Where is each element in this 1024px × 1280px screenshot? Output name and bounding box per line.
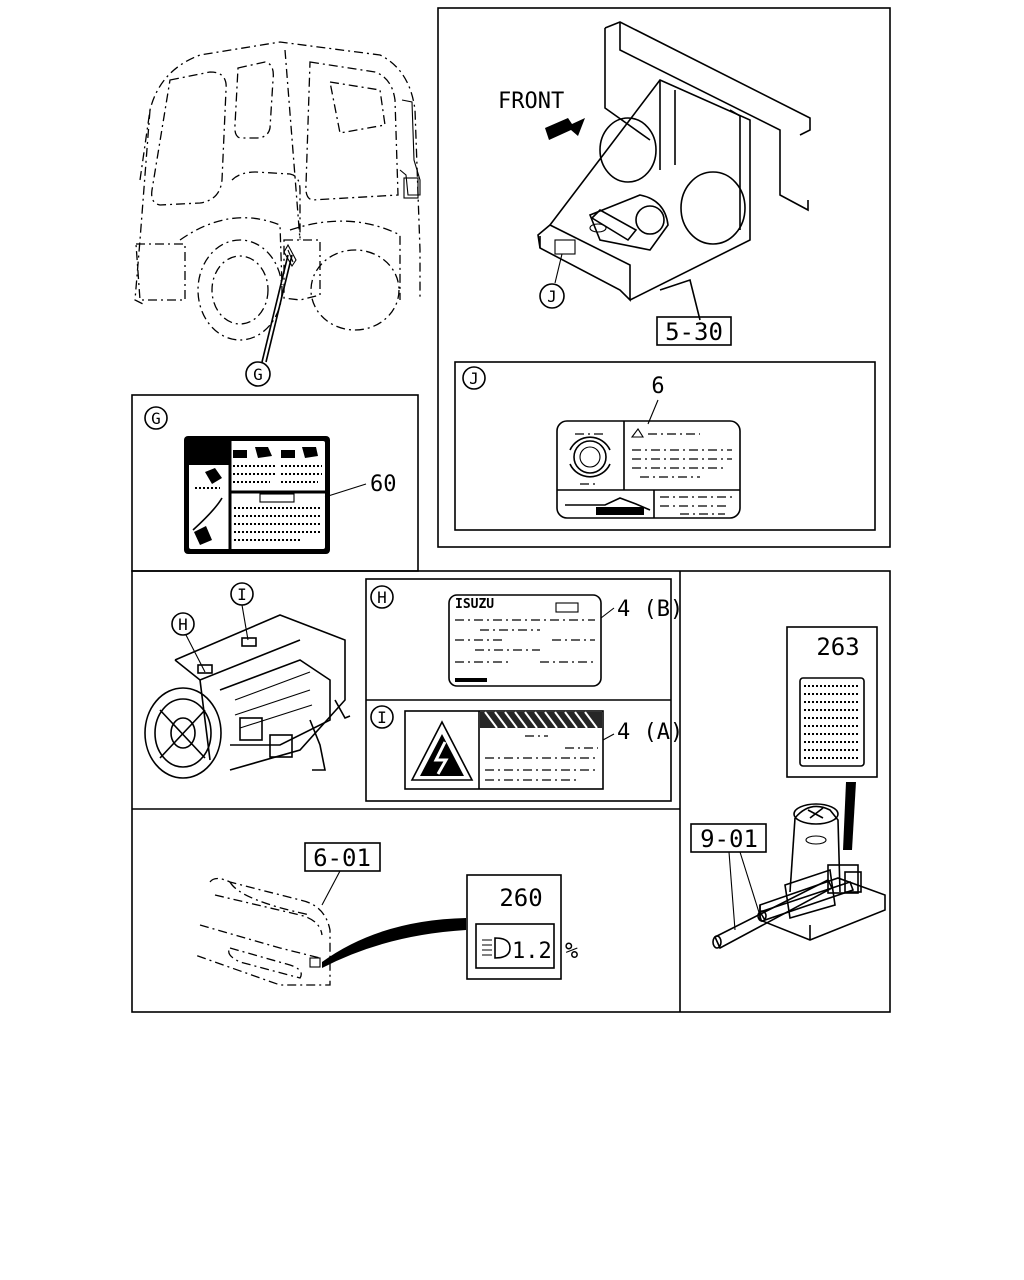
detail-h-callout: H [377, 588, 387, 607]
ref-box-5-30: 5-30 [656, 316, 732, 346]
ref-box-9-01 [690, 823, 767, 853]
panel-lower-grid [131, 570, 891, 1013]
panel-detail-j [454, 361, 876, 531]
detail-j: J 6 [462, 366, 741, 519]
panel-detail-h-i [365, 578, 672, 802]
part-6-number: 6 [651, 374, 664, 399]
detail-h: H ISUZU 4 (B) [370, 585, 683, 687]
callout-j-frame: J [539, 283, 565, 309]
panel-frames [131, 7, 891, 1013]
part-4b-number: 4 (B) [617, 597, 683, 622]
sticker-4a [404, 710, 604, 790]
bumper-ref-label: 6-01 [313, 844, 371, 872]
callout-g-label: G [253, 365, 263, 384]
engine-drawing: H I [144, 582, 351, 779]
sticker-260-frame [466, 874, 562, 980]
sticker-4b [448, 594, 602, 687]
detail-g: G 60 [144, 406, 397, 554]
truck-cab-drawing [134, 41, 421, 363]
sticker-6 [556, 420, 741, 519]
detail-i-callout: I [377, 708, 387, 727]
part-4a-number: 4 (A) [617, 720, 683, 745]
ref-box-6-01 [304, 842, 381, 872]
frame-ref-label: 5-30 [665, 318, 723, 346]
isuzu-logo: ISUZU [455, 597, 494, 612]
front-label: FRONT [498, 89, 564, 114]
jack-drawing: 263 9-01 [690, 626, 886, 950]
front-arrow-icon [545, 118, 585, 140]
detail-i: I 4 (A) [370, 705, 683, 790]
callout-j-label: J [547, 287, 557, 306]
part-263-number: 263 [816, 633, 859, 661]
headlamp-icon [494, 937, 511, 959]
part-260-number: 260 [499, 884, 542, 912]
detail-j-callout: J [469, 369, 479, 388]
part-60-number: 60 [370, 472, 397, 497]
engine-callout-h: H [178, 615, 188, 634]
callout-g-truck: G [245, 361, 271, 387]
panel-frame-mount [437, 7, 891, 548]
sticker-263-frame [786, 626, 878, 778]
high-voltage-warning-icon [410, 720, 474, 781]
sticker-263 [799, 677, 865, 767]
jack-ref-label: 9-01 [700, 825, 758, 853]
detail-g-callout: G [151, 409, 161, 428]
headlamp-angle-value: 1.2 % [512, 939, 578, 964]
warning-triangle-icon [630, 428, 644, 438]
frame-bracket-drawing: FRONT [498, 21, 811, 321]
engine-callout-i: I [237, 585, 247, 604]
bumper-drawing: 6-01 260 1.2 % [194, 842, 578, 986]
label-j-location [554, 239, 576, 255]
sticker-260 [475, 923, 555, 969]
